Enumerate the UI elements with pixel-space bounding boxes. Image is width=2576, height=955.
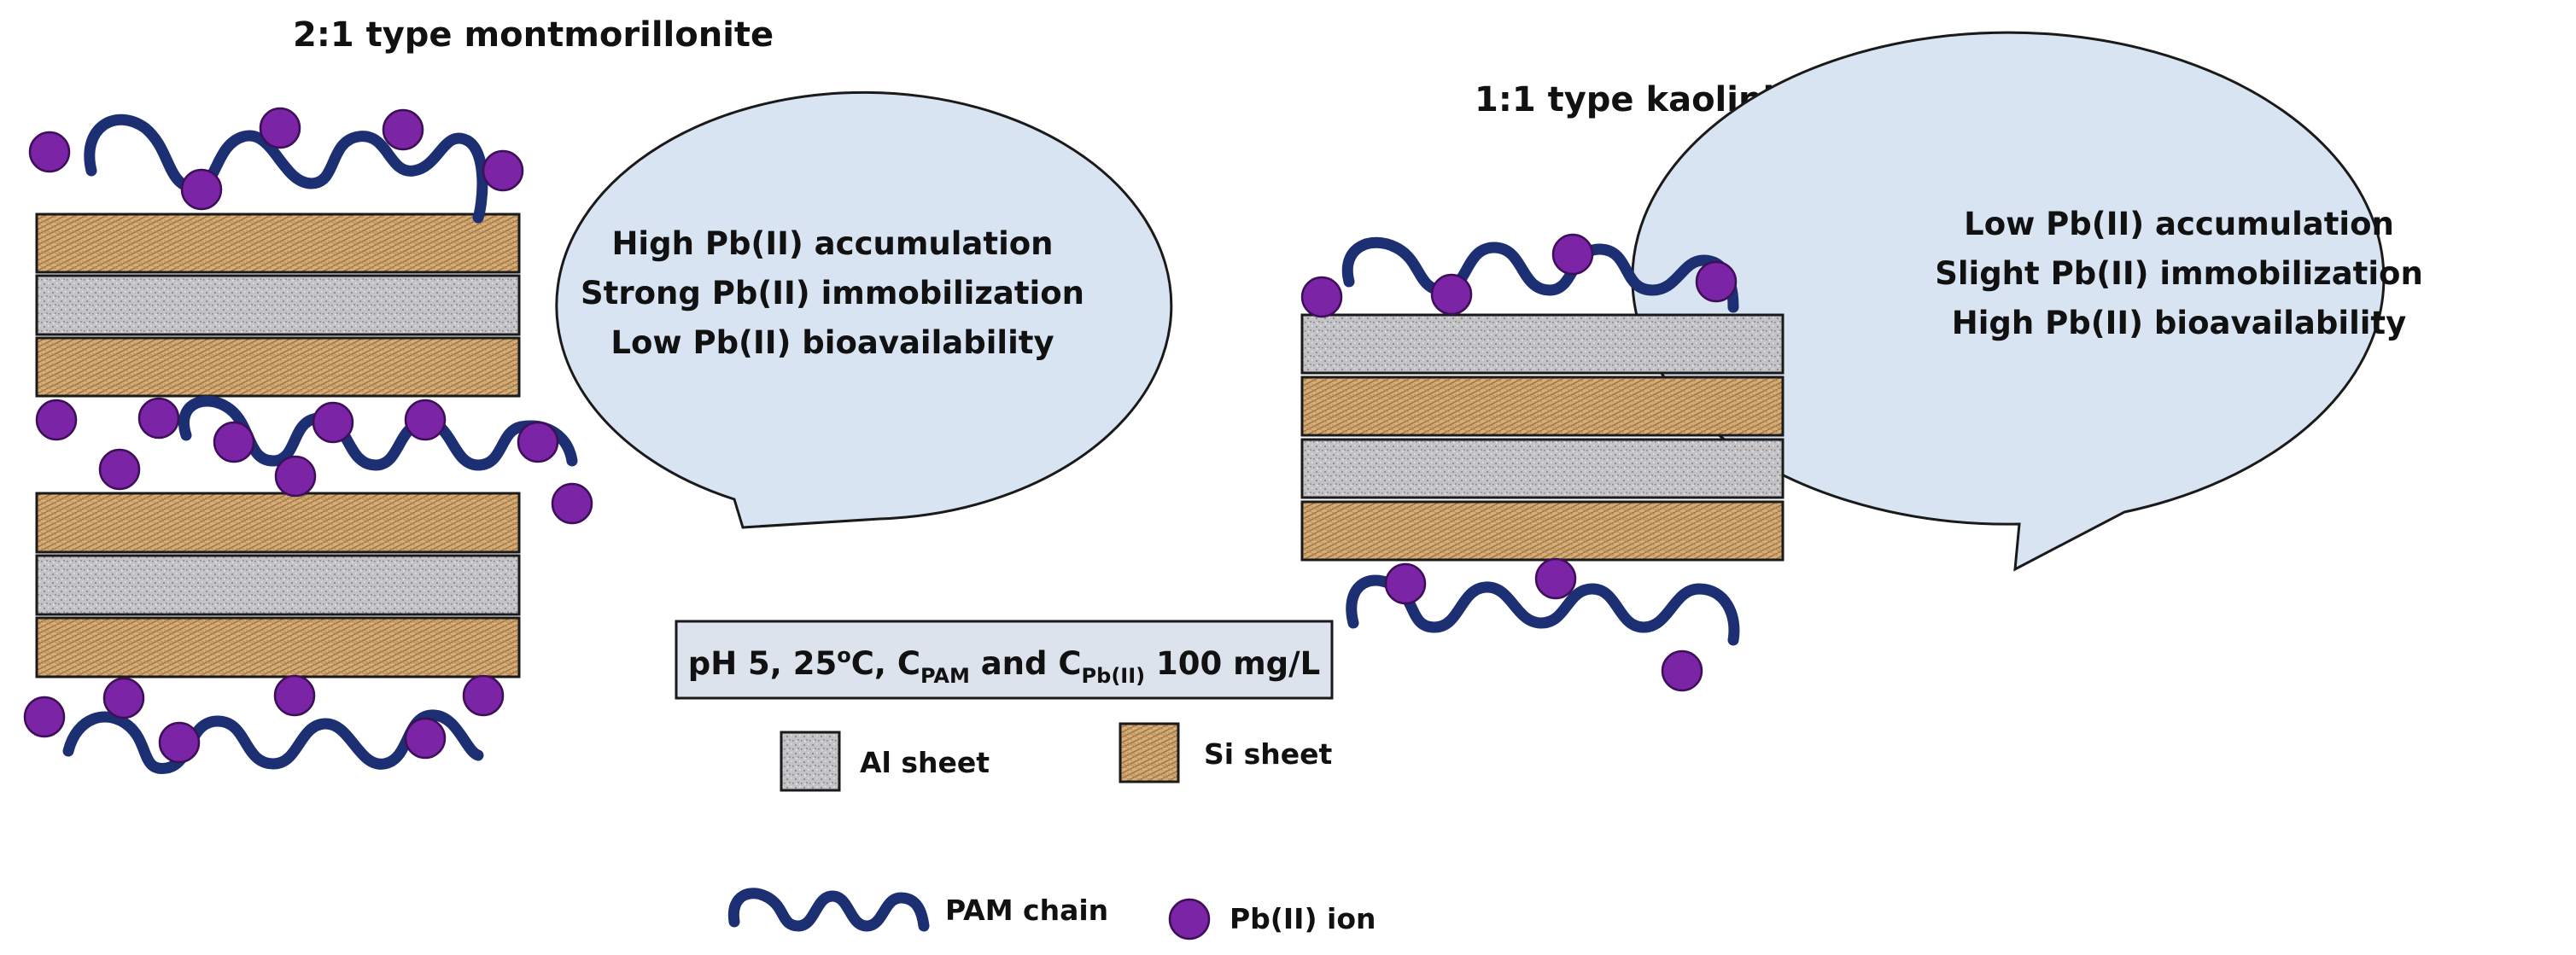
legend-si-sheet-label: Si sheet <box>1204 737 1332 771</box>
legend-pam-chain-label: PAM chain <box>945 894 1108 927</box>
pb-ion <box>180 168 223 211</box>
al-sheet <box>1300 438 1785 499</box>
kaolinite-bubble-line-2: Slight Pb(II) immobilization <box>1935 255 2423 292</box>
pb-ion <box>158 721 201 764</box>
legend-al-sheet-swatch <box>780 731 841 792</box>
pb-ion <box>1384 562 1427 605</box>
pb-ion <box>517 421 559 463</box>
pb-ion <box>274 455 317 498</box>
pb-ion <box>312 401 354 444</box>
pb-ion <box>23 696 66 738</box>
pb-ion <box>1430 273 1473 316</box>
pb-ion <box>1661 649 1703 692</box>
al-sheet <box>35 554 521 616</box>
montmorillonite-bubble-line-2: Strong Pb(II) immobilization <box>581 275 1084 312</box>
al-sheet <box>35 274 521 336</box>
montmorillonite-title: 2:1 type montmorillonite <box>293 15 774 55</box>
kaolinite-bubble-line-1: Low Pb(II) accumulation <box>1964 206 2394 242</box>
si-sheet <box>35 616 521 678</box>
montmorillonite-speech-bubble: High Pb(II) accumulation Strong Pb(II) i… <box>555 90 1173 529</box>
legend-al-sheet-label: Al sheet <box>860 746 990 779</box>
pam-chain <box>1341 236 1739 313</box>
pb-ion <box>404 717 447 760</box>
experimental-conditions-text: pH 5, 25oC, CPAM and CPb(II) 100 mg/L <box>688 643 1321 688</box>
pb-ion <box>462 674 505 717</box>
pb-ion <box>404 399 447 441</box>
pb-ion <box>28 131 71 173</box>
pb-ion <box>1534 557 1577 600</box>
pb-ion <box>102 677 145 719</box>
pb-ion <box>1300 276 1343 318</box>
montmorillonite-bubble-line-3: Low Pb(II) bioavailability <box>610 324 1054 361</box>
pb-ion <box>35 399 78 441</box>
pb-ion <box>259 107 301 149</box>
pb-ion <box>482 149 524 192</box>
si-sheet <box>1300 500 1785 562</box>
pam-chain <box>84 114 488 224</box>
kaolinite-speech-bubble: Low Pb(II) accumulation Slight Pb(II) im… <box>1631 31 2423 572</box>
pb-ion <box>137 397 180 440</box>
pb-ion <box>551 482 593 525</box>
kaolinite-layer-stack <box>1300 313 1785 562</box>
pb-ion <box>1551 233 1594 276</box>
legend-pb-ion-label: Pb(II) ion <box>1230 902 1376 935</box>
pb-ion <box>98 448 141 491</box>
si-sheet <box>35 492 521 554</box>
legend: Al sheet Si sheet PAM chain Pb(II) ion <box>727 722 1376 940</box>
legend-si-sheet-swatch <box>1119 722 1180 783</box>
pb-ion <box>1695 260 1738 303</box>
si-sheet <box>35 213 521 274</box>
legend-pam-chain-swatch <box>727 888 930 932</box>
si-sheet <box>1300 376 1785 437</box>
pb-ion <box>273 674 316 717</box>
pb-ion <box>213 421 255 463</box>
al-sheet <box>1300 313 1785 375</box>
kaolinite-bubble-line-3: High Pb(II) bioavailability <box>1952 305 2407 341</box>
pb-ions <box>23 107 1738 764</box>
montmorillonite-layer-stack <box>35 213 521 678</box>
montmorillonite-bubble-line-1: High Pb(II) accumulation <box>611 225 1053 262</box>
legend-pb-ion-swatch <box>1168 898 1211 940</box>
pb-ion <box>382 108 424 151</box>
experimental-conditions-box: pH 5, 25oC, CPAM and CPb(II) 100 mg/L <box>675 620 1334 700</box>
si-sheet <box>35 336 521 398</box>
